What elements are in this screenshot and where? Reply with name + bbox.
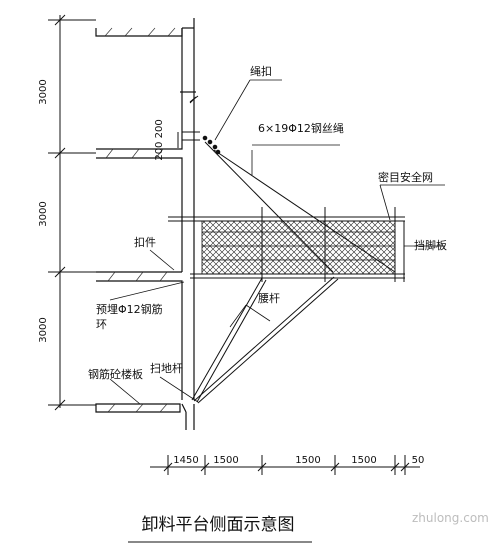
floor-height-3: 3000: [38, 317, 49, 342]
waist-bar-label: 腰杆: [258, 291, 280, 305]
dim-1500-a: 1500: [213, 455, 238, 466]
vertical-dimension: [48, 14, 96, 411]
wire-rope-label: 6×19Φ12钢丝绳: [258, 121, 344, 135]
floor-height-2: 3000: [38, 201, 49, 226]
horizontal-dimension: [150, 455, 420, 475]
diagram-title: 卸料平台侧面示意图: [142, 515, 295, 535]
slab-hatching: [104, 27, 176, 413]
embedded-ring-label-2: 环: [96, 318, 107, 331]
building-structure: [95, 18, 196, 430]
safety-net: [201, 220, 396, 275]
rope-clip-label: 绳扣: [250, 64, 272, 78]
coupler-label: 扣件: [134, 235, 156, 249]
embedded-ring-label-1: 预埋Φ12钢筋: [96, 302, 163, 316]
dim-1500-c: 1500: [351, 455, 376, 466]
dim-1450: 1450: [173, 455, 198, 466]
diagonal-braces: [191, 276, 339, 404]
anchor-spacing-label: 200 200: [154, 119, 165, 160]
leader-lines: [109, 79, 445, 405]
dim-50: 50: [412, 455, 425, 466]
watermark: zhulong.com: [412, 511, 489, 525]
dim-1500-b: 1500: [295, 455, 320, 466]
anchor-rings: [177, 131, 221, 155]
floor-slab-label: 钢筋砼楼板: [88, 367, 143, 381]
toe-board-label: 挡脚板: [414, 238, 447, 252]
net-rails: [202, 231, 395, 261]
sweep-bar-label: 扫地杆: [150, 361, 183, 375]
break-symbol: [189, 95, 199, 104]
floor-height-1: 3000: [38, 79, 49, 104]
safety-net-label: 密目安全网: [378, 170, 433, 184]
